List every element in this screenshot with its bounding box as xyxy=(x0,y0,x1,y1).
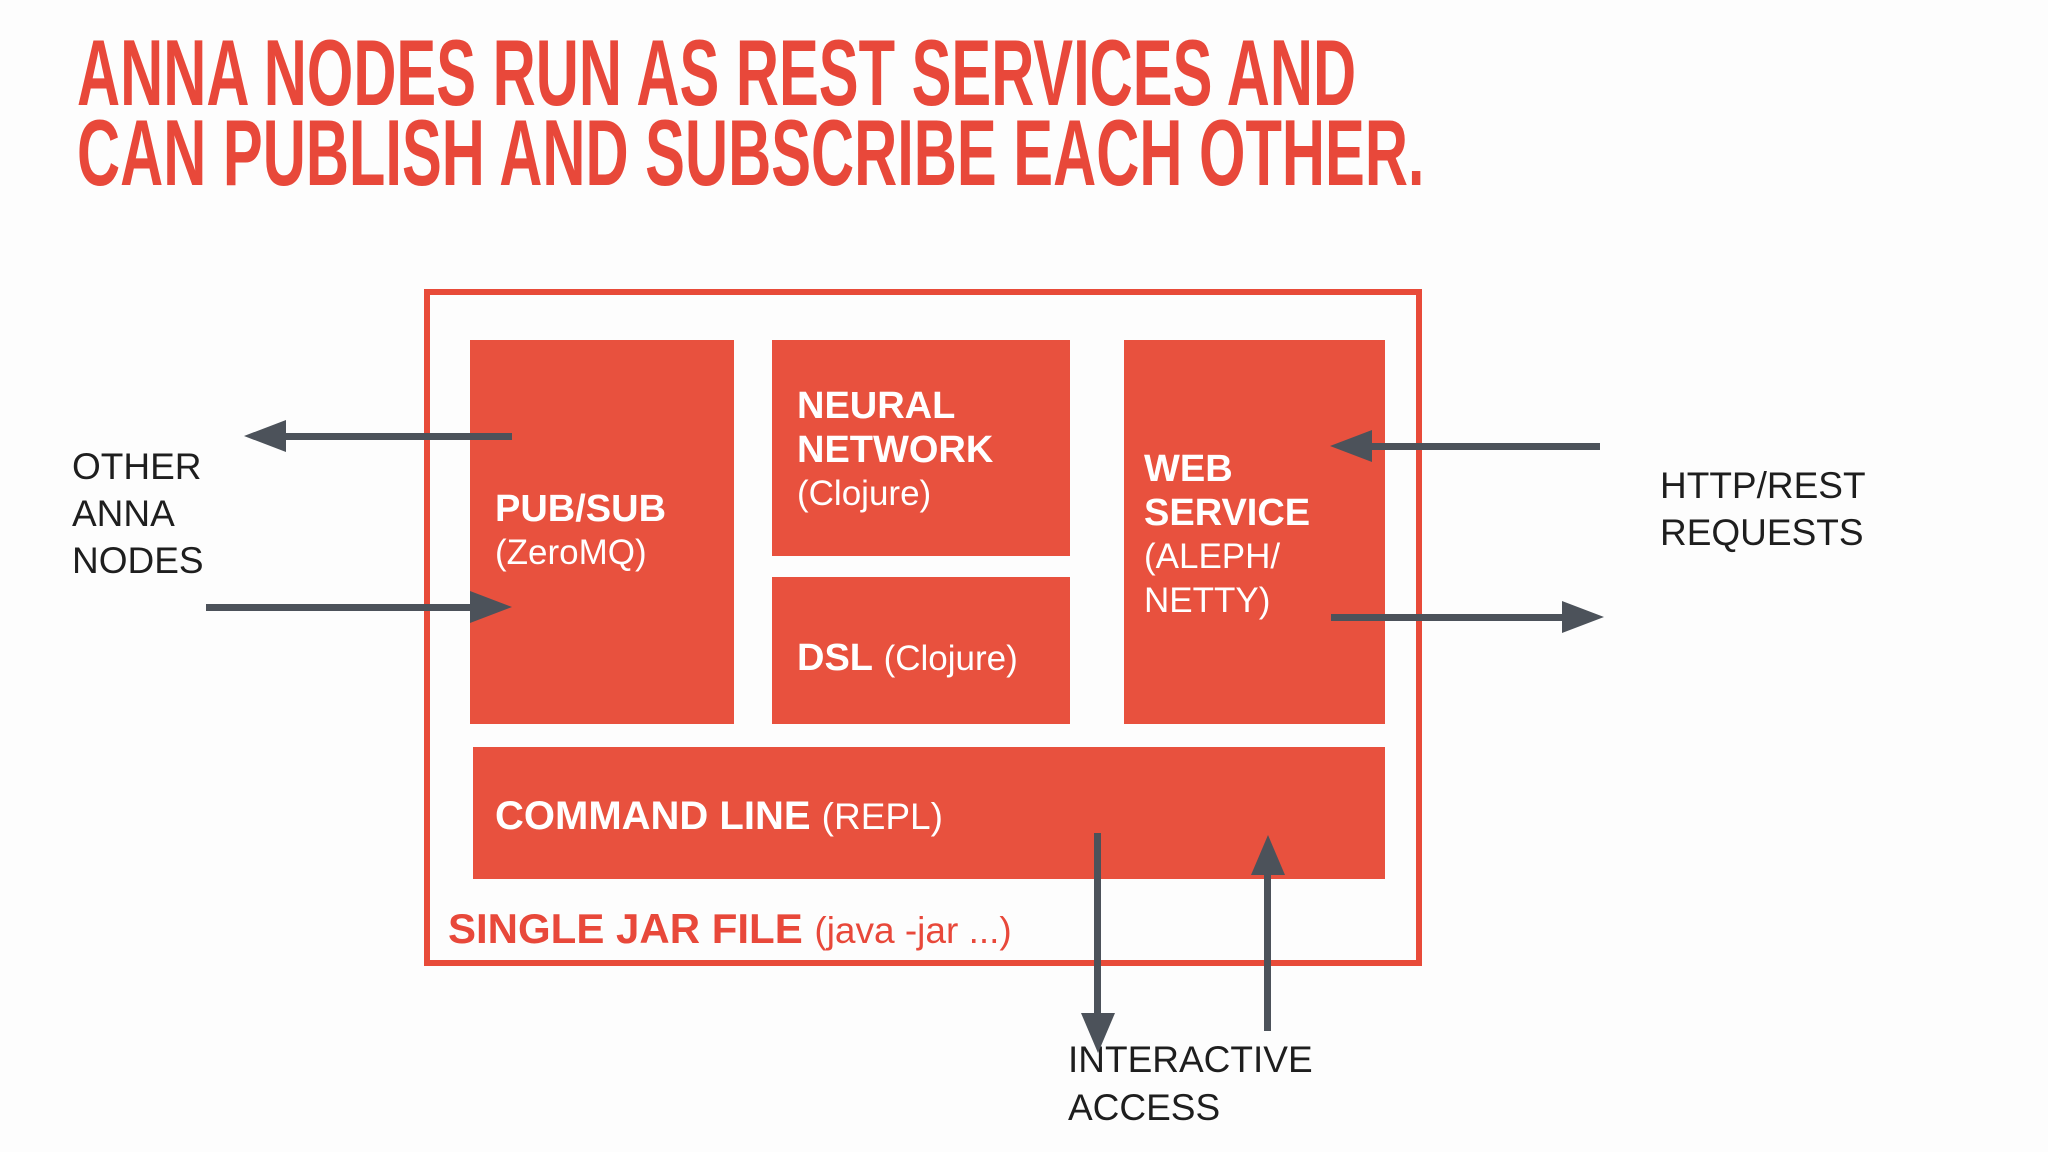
arrow-line xyxy=(1366,443,1600,450)
single-jar-file-normal: (java -jar ...) xyxy=(814,910,1012,951)
web-title-line1: WEB xyxy=(1144,448,1233,490)
other-label-line3: NODES xyxy=(72,540,204,581)
arrow-head-down-icon xyxy=(1081,1013,1115,1053)
other-label-line2: ANNA xyxy=(72,493,175,534)
single-jar-container-box xyxy=(424,289,1422,966)
slide-title-line1: ANNA NODES RUN AS REST SERVICES AND xyxy=(77,20,1357,125)
http-rest-requests-label: HTTP/REST REQUESTS xyxy=(1660,462,1866,556)
web-subtitle-line2: NETTY) xyxy=(1144,581,1271,620)
arrow-line xyxy=(1264,851,1271,1031)
dsl-subtitle: (Clojure) xyxy=(883,639,1018,678)
arrow-head-left-icon xyxy=(244,420,286,452)
other-anna-nodes-label: OTHER ANNA NODES xyxy=(72,443,204,584)
interactive-access-label: INTERACTIVE ACCESS xyxy=(1068,1036,1313,1132)
arrow-line xyxy=(280,433,512,440)
web-service-label: WEB SERVICE (ALEPH/ NETTY) xyxy=(1144,447,1310,623)
single-jar-file-bold: SINGLE JAR FILE xyxy=(448,905,803,952)
other-label-line1: OTHER xyxy=(72,446,202,487)
single-jar-file-label: SINGLE JAR FILE (java -jar ...) xyxy=(448,907,1012,953)
dsl-label: DSL (Clojure) xyxy=(797,636,1018,681)
neural-subtitle: (Clojure) xyxy=(797,474,932,513)
arrow-head-up-icon xyxy=(1251,835,1285,875)
box-dsl xyxy=(772,577,1070,724)
pubsub-title: PUB/SUB xyxy=(495,488,667,530)
pubsub-subtitle: (ZeroMQ) xyxy=(495,533,647,572)
arrow-head-right-icon xyxy=(470,591,512,623)
slide-title: ANNA NODES RUN AS REST SERVICES AND CAN … xyxy=(77,20,1425,205)
command-line-title: COMMAND LINE xyxy=(495,794,811,838)
neural-network-label: NEURAL NETWORK (Clojure) xyxy=(797,384,993,516)
arrow-head-right-icon xyxy=(1562,601,1604,633)
command-line-subtitle: (REPL) xyxy=(821,796,943,837)
box-web-service xyxy=(1124,340,1385,724)
dsl-title: DSL xyxy=(797,637,873,679)
box-neural-network xyxy=(772,340,1070,556)
arrow-line xyxy=(1094,833,1101,1015)
pubsub-label: PUB/SUB (ZeroMQ) xyxy=(495,487,666,575)
box-pubsub xyxy=(470,340,734,724)
http-label-line2: REQUESTS xyxy=(1660,512,1864,553)
neural-title-line2: NETWORK xyxy=(797,429,994,471)
arrow-line xyxy=(206,604,472,611)
web-subtitle-line1: (ALEPH/ xyxy=(1144,537,1281,576)
box-command-line xyxy=(473,747,1385,879)
slide-title-line2: CAN PUBLISH AND SUBSCRIBE EACH OTHER. xyxy=(77,100,1425,205)
command-line-label: COMMAND LINE (REPL) xyxy=(495,794,943,839)
arrow-line xyxy=(1331,614,1564,621)
neural-title-line1: NEURAL xyxy=(797,385,956,427)
arrow-head-left-icon xyxy=(1330,430,1372,462)
interactive-label-line2: ACCESS xyxy=(1068,1087,1221,1128)
web-title-line2: SERVICE xyxy=(1144,492,1311,534)
http-label-line1: HTTP/REST xyxy=(1660,465,1866,506)
